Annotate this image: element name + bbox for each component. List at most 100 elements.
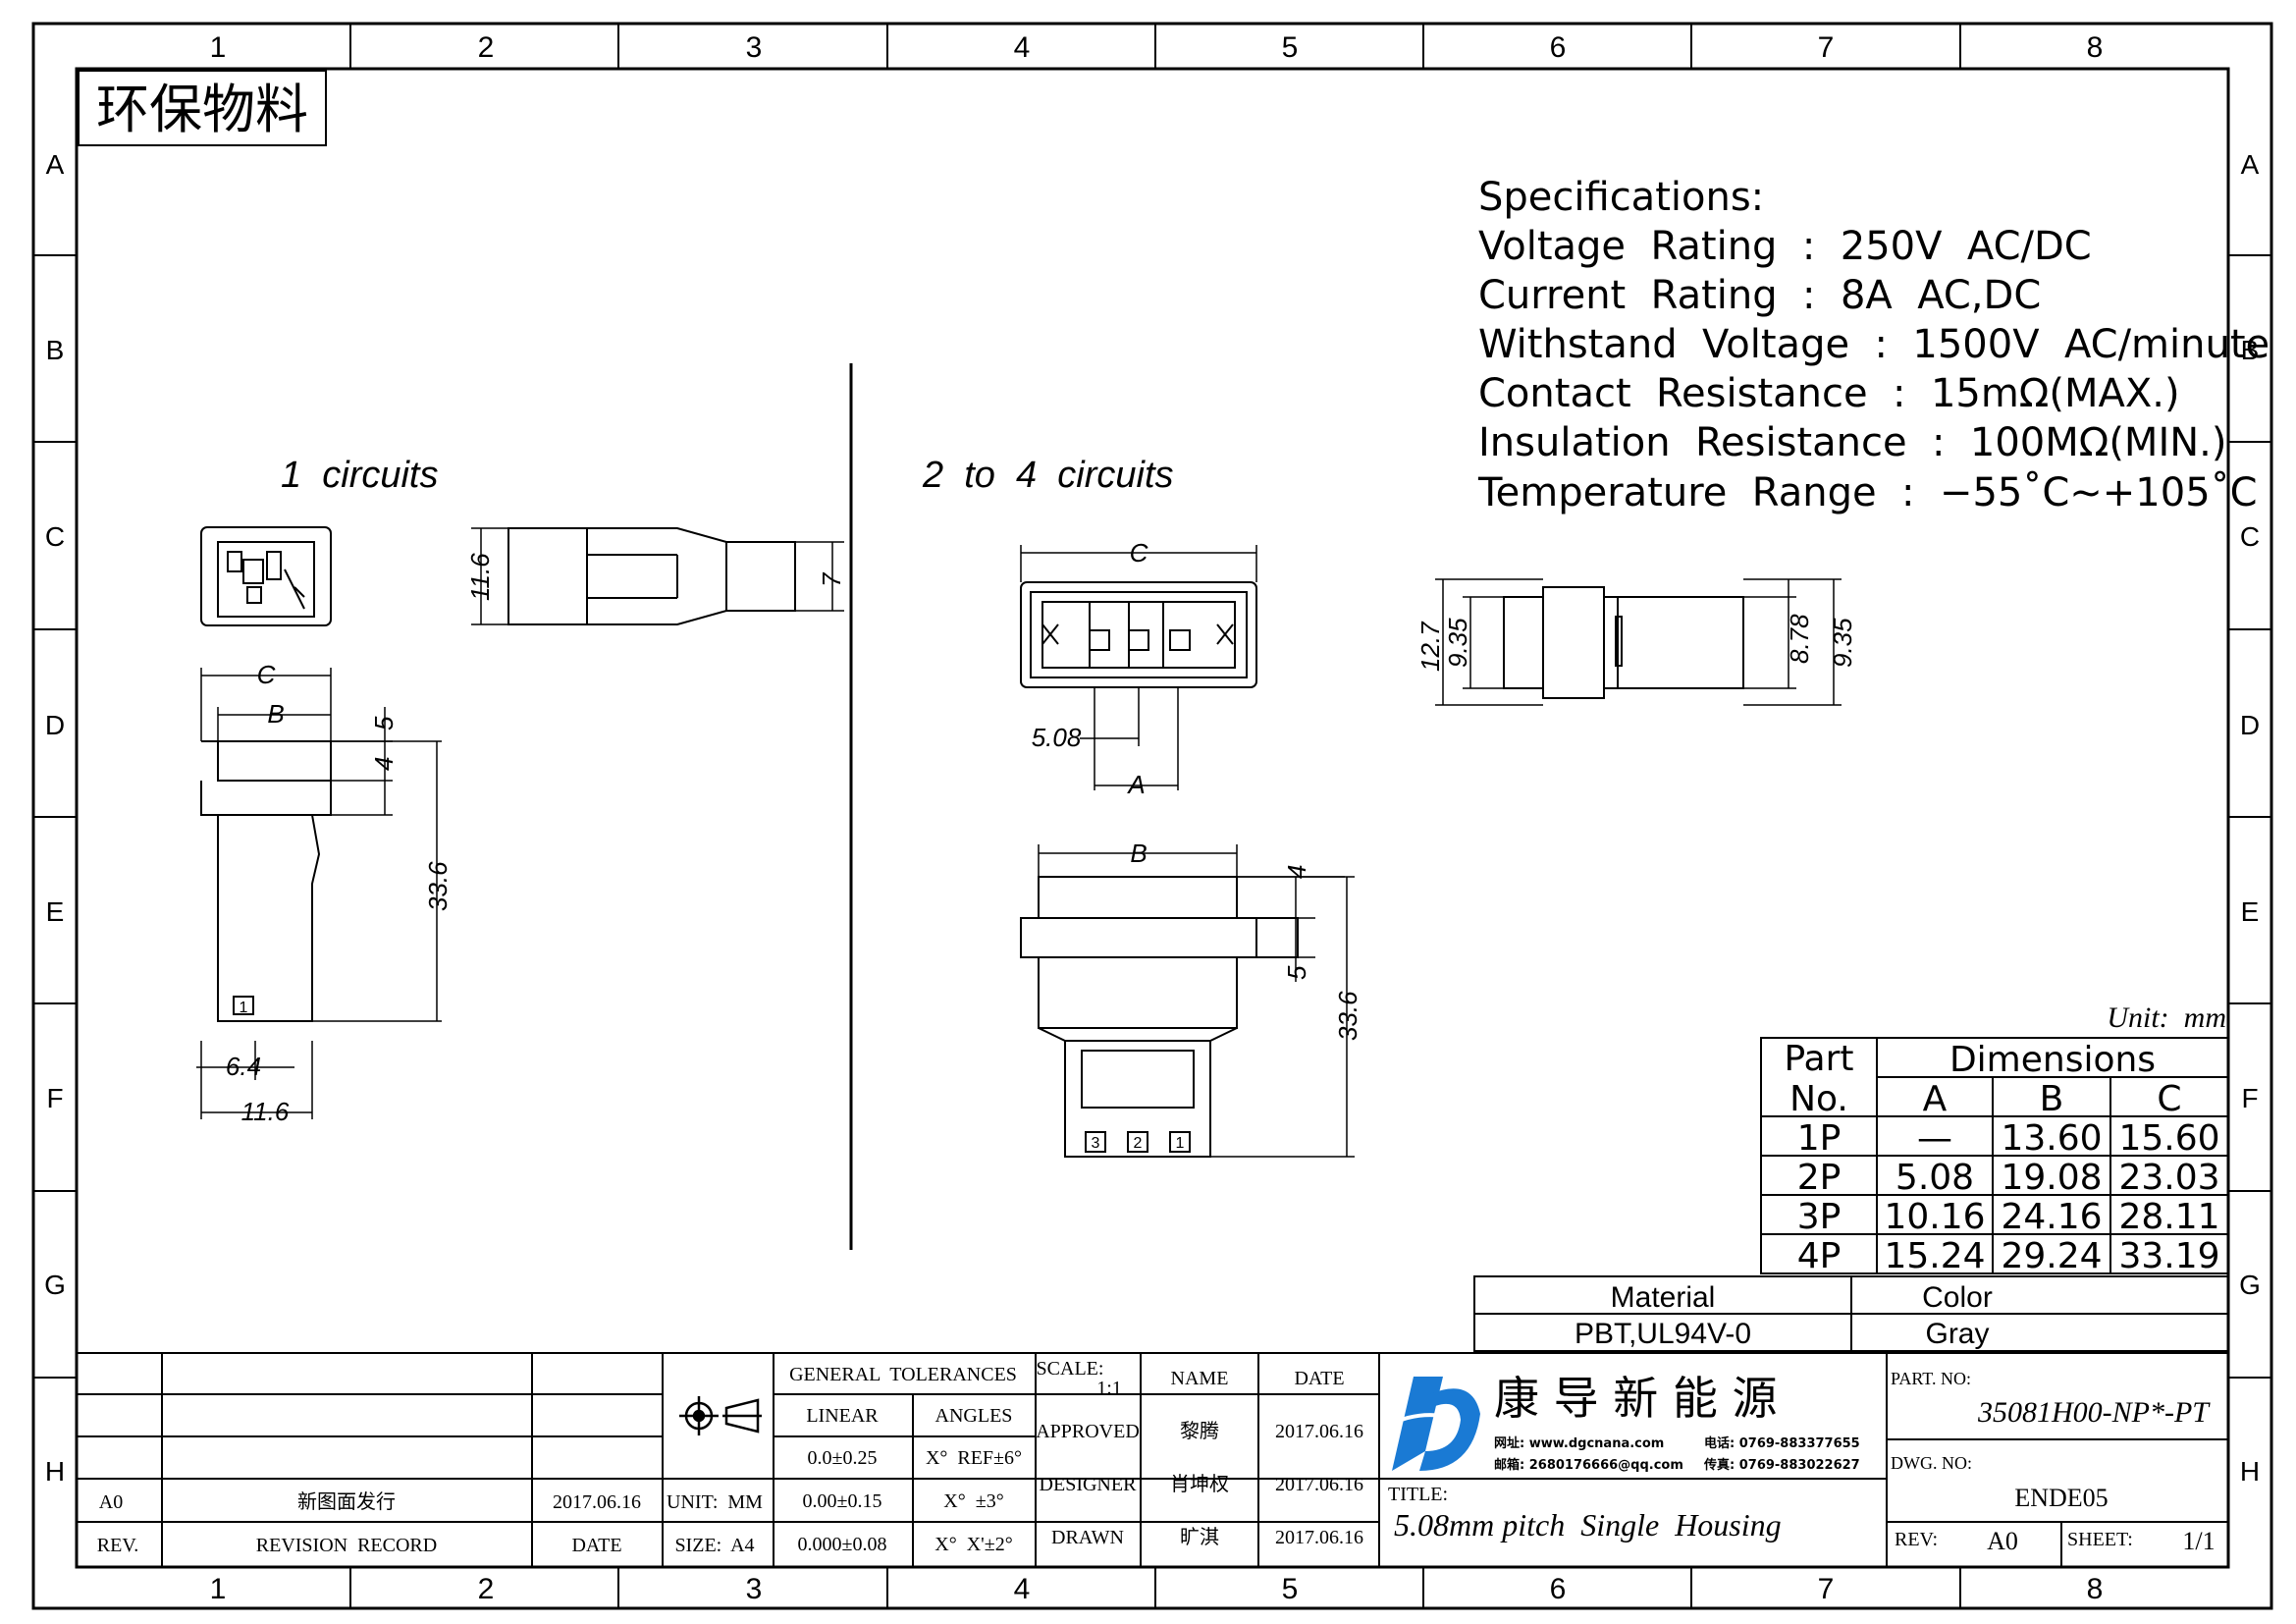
row-label: C	[45, 521, 65, 552]
col-label: 2	[478, 1573, 495, 1605]
tolerance-angle: X° ±3°	[943, 1490, 1003, 1512]
linear-header: LINEAR	[806, 1405, 879, 1427]
dim-5-08-label: 5.08	[1032, 723, 1082, 752]
one-circuit-long-view	[200, 740, 332, 1022]
dim-table-col: A	[1923, 1079, 1948, 1119]
person-name: 黎腾	[1180, 1419, 1219, 1442]
spec-line: Insulation Resistance : 100MΩ(MIN.)	[1478, 420, 2226, 465]
row-ticks	[33, 254, 2271, 1379]
col-label: 8	[2087, 1573, 2104, 1605]
spec-line: Current Rating : 8A AC,DC	[1478, 273, 2041, 318]
dim-table-cell: 3P	[1797, 1197, 1842, 1237]
row-label: F	[46, 1083, 63, 1113]
col-label: 5	[1282, 1573, 1299, 1605]
dim-8-78-label: 8.78	[1785, 614, 1814, 664]
angles-header: ANGLES	[935, 1405, 1013, 1427]
material-table	[1473, 1275, 2229, 1352]
dim-12-7-label: 12.7	[1415, 621, 1445, 672]
multi-circuit-side-view	[1503, 586, 1744, 699]
company-fax: 传真: 0769-883022627	[1703, 1457, 1860, 1473]
role-label: DRAWN	[1051, 1527, 1124, 1548]
tolerance-angle: X° X'±2°	[934, 1534, 1012, 1555]
unit-label: Unit: mm	[2107, 1001, 2226, 1034]
dim-5-label: 5	[1282, 965, 1311, 980]
tolerance-linear: 0.000±0.08	[798, 1534, 887, 1555]
rev-value: A0	[1987, 1527, 2018, 1555]
dim-table-cell: —	[1917, 1118, 1952, 1159]
dim-table-cell: 15.60	[2118, 1118, 2219, 1159]
eco-label: 环保物料	[96, 79, 308, 140]
person-date: 2017.06.16	[1275, 1527, 1363, 1548]
material-label: Material	[1611, 1281, 1716, 1314]
eco-label-box	[78, 70, 327, 146]
dim-table-cell: 10.16	[1884, 1197, 1985, 1237]
row-label: G	[44, 1270, 66, 1300]
dim-table-header: Dimensions	[1949, 1040, 2156, 1080]
spec-line: Temperature Range : −55˚C~+105˚C	[1477, 470, 2258, 515]
dim-c-label: C	[1130, 538, 1148, 568]
col-label: 7	[1818, 1573, 1835, 1605]
dim-table-cell: 29.24	[2001, 1236, 2102, 1276]
dim-c-label: C	[257, 660, 276, 689]
column-ticks	[349, 24, 1961, 1608]
col-label: 7	[1818, 31, 1835, 64]
view-label-1-circuit: 1 circuits	[281, 455, 438, 496]
col-label: 8	[2087, 31, 2104, 64]
size-field: SIZE: A4	[674, 1535, 754, 1556]
dim-5-label: 5	[369, 716, 399, 731]
row-label: D	[2240, 710, 2260, 740]
material-value: PBT,UL94V-0	[1575, 1318, 1751, 1350]
specifications: Specifications: Voltage Rating : 250V AC…	[1477, 175, 2269, 515]
part-no-label: PART. NO:	[1891, 1369, 1971, 1388]
row-label: E	[2241, 896, 2260, 927]
row-label: A	[2241, 149, 2260, 180]
title-label: TITLE:	[1388, 1484, 1448, 1505]
title-block-grid	[76, 1352, 2229, 1568]
person-date: 2017.06.16	[1275, 1474, 1363, 1495]
row-label: B	[46, 335, 65, 365]
dim-a-label: A	[1126, 770, 1145, 799]
row-label: E	[46, 896, 65, 927]
dim-lines	[471, 527, 844, 625]
person-date: 2017.06.16	[1275, 1421, 1363, 1442]
role-label: DESIGNER	[1040, 1474, 1138, 1495]
revision-record-header: REVISION RECORD	[256, 1535, 437, 1556]
dim-table-cell: 24.16	[2001, 1197, 2102, 1237]
spec-heading: Specifications:	[1478, 175, 1764, 220]
one-circuit-front-view	[200, 526, 332, 626]
scale-value: 1:1	[1096, 1378, 1122, 1399]
spec-line: Voltage Rating : 250V AC/DC	[1478, 224, 2092, 269]
view-label-multi-circuit: 2 to 4 circuits	[922, 455, 1174, 496]
col-label: 2	[478, 31, 495, 64]
dim-table-header: No.	[1789, 1079, 1848, 1119]
dwg-no-label: DWG. NO:	[1891, 1453, 1972, 1473]
person-name: 旷淇	[1180, 1525, 1219, 1548]
multi-circuit-long-view	[1020, 876, 1299, 1158]
col-label: 3	[746, 31, 763, 64]
row-label: A	[46, 149, 65, 180]
role-label: APPROVED	[1036, 1421, 1140, 1442]
dim-table-col: C	[2157, 1079, 2181, 1119]
spec-line: Withstand Voltage : 1500V AC/minute	[1478, 322, 2269, 367]
revision-date: 2017.06.16	[553, 1491, 641, 1513]
dim-table-cell: 1P	[1797, 1118, 1842, 1159]
company-mail: 邮箱: 2680176666@qq.com	[1494, 1457, 1683, 1473]
general-tolerances-header: GENERAL TOLERANCES	[789, 1364, 1017, 1385]
pin-number: 3	[1092, 1135, 1100, 1152]
part-no-value: 35081H00-NP*-PT	[1977, 1396, 2211, 1429]
tolerance-linear: 0.0±0.25	[808, 1447, 878, 1469]
dim-table-col: B	[2040, 1079, 2064, 1119]
row-label: C	[2240, 521, 2260, 552]
person-name: 肖坤权	[1170, 1472, 1229, 1495]
dim-table-cell: 2P	[1797, 1158, 1842, 1198]
tolerance-angle: X° REF±6°	[926, 1447, 1022, 1469]
scale-label: SCALE:	[1037, 1358, 1104, 1380]
dim-11-6-label: 11.6	[465, 553, 495, 601]
dim-9-35-label: 9.35	[1828, 618, 1857, 668]
col-label: 1	[210, 31, 227, 64]
row-label: G	[2239, 1270, 2261, 1300]
rev-label: REV:	[1895, 1529, 1938, 1550]
name-header: NAME	[1171, 1368, 1229, 1389]
dimension-table	[1760, 1037, 2229, 1274]
sheet-value: 1/1	[2182, 1527, 2215, 1555]
